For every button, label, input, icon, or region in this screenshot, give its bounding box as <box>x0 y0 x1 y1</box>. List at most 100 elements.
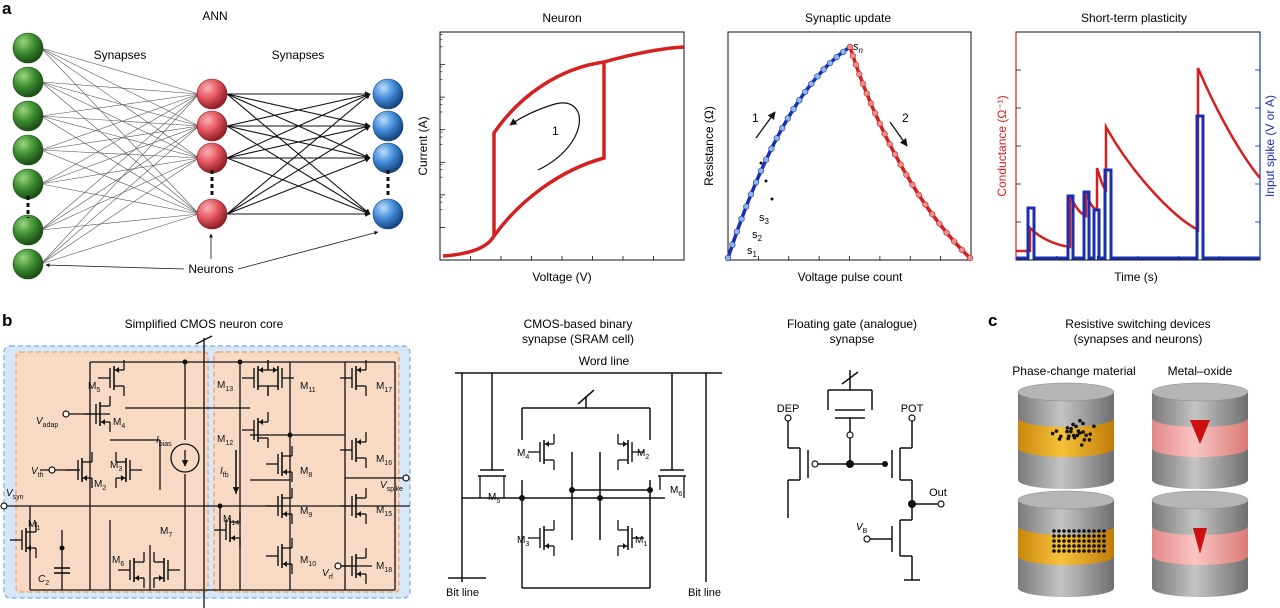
transistor-m2 <box>66 452 93 488</box>
potentiation-arrow-label: 1 <box>752 111 759 125</box>
panel-letter-a: a <box>2 0 12 18</box>
vadap-terminal <box>62 410 70 418</box>
junction-dot <box>519 495 525 501</box>
crystal-grain <box>1087 438 1092 442</box>
crystal-grain <box>1067 544 1071 548</box>
crystal-grain <box>1067 549 1071 553</box>
cylinder-top <box>1017 490 1115 510</box>
depression-marker <box>876 120 883 127</box>
crystal-grain <box>1052 534 1056 538</box>
output-neuron <box>372 142 404 174</box>
potentiation-marker <box>833 54 840 61</box>
transistor-m4 <box>84 396 111 432</box>
synapse-edge <box>40 81 200 127</box>
fg-title-line1: Floating gate (analogue) <box>787 317 917 331</box>
synapse-edge <box>40 125 200 231</box>
bit-line-right-label: Bit line <box>688 587 721 599</box>
out-label: Out <box>929 487 947 499</box>
pcm-label: Phase-change material <box>1012 364 1135 378</box>
sram-transistor-m1 <box>617 520 644 556</box>
sram-transistor-m2 <box>617 434 644 470</box>
crystal-grain <box>1087 549 1091 553</box>
transistor-m3 <box>115 452 142 488</box>
neuron-plot-ylabel: Current (A) <box>416 116 430 175</box>
metal-oxide-device-top <box>1151 382 1249 489</box>
crystal-grain <box>1077 529 1081 533</box>
depression-arrow <box>889 121 908 147</box>
crystal-grain <box>1057 544 1061 548</box>
depression-marker <box>867 100 874 107</box>
crystal-grain <box>1062 534 1066 538</box>
panel-letter-b: b <box>2 311 12 330</box>
depression-marker <box>852 61 860 68</box>
input-neuron <box>12 100 44 132</box>
synaptic-update-plot: Synaptic update 1 2 sn s3 s2 s1 Voltage … <box>702 11 974 284</box>
depression-marker <box>856 71 863 78</box>
neuron-plot-frame <box>439 31 685 261</box>
potentiation-marker <box>826 59 834 67</box>
potentiation-marker <box>747 191 755 198</box>
crystal-grain <box>1077 544 1081 548</box>
stp-plot-ylabel-left: Conductance (Ω⁻¹) <box>995 95 1009 196</box>
crystal-grain <box>1097 534 1101 538</box>
ellipsis-dot <box>770 197 774 201</box>
potentiation-marker <box>763 156 770 163</box>
synapse-edge <box>40 149 200 159</box>
synapse-edge <box>40 157 200 231</box>
synapse-edge <box>40 81 200 159</box>
output-neuron <box>372 78 404 110</box>
junction-dot <box>647 487 653 493</box>
depression-marker <box>909 181 916 188</box>
crystal-grain <box>1052 539 1056 543</box>
junction-dot <box>59 545 65 551</box>
input-neuron <box>12 66 44 98</box>
potentiation-curve <box>726 45 851 259</box>
synapse-edge <box>40 125 200 151</box>
transistor-m6 <box>118 552 145 588</box>
synapse-edge <box>40 93 200 117</box>
sram-title-line1: CMOS-based binary <box>524 317 633 331</box>
synapse-edge <box>40 47 200 215</box>
crystal-grain <box>1084 433 1088 438</box>
junction-dot <box>182 359 188 365</box>
sram-label-m5: M5 <box>488 492 500 505</box>
potentiation-marker <box>743 203 750 210</box>
synaptic-plot-title: Synaptic update <box>805 11 891 25</box>
label-m13: M13 <box>217 380 233 393</box>
depression-marker <box>929 211 936 218</box>
crystal-grain <box>1088 432 1093 436</box>
crystal-grain <box>1087 529 1091 533</box>
depression-marker <box>863 90 870 97</box>
input-neuron <box>12 134 44 166</box>
potentiation-marker <box>779 125 786 132</box>
junction-dot <box>237 359 243 365</box>
stp-plot-ylabel-right: Input spike (V or A) <box>1263 95 1277 197</box>
potentiation-marker <box>790 106 797 113</box>
crystal-grain <box>1062 549 1066 553</box>
crystal-grain <box>1072 435 1077 440</box>
crystal-grain <box>1092 529 1096 533</box>
crystal-grain <box>1076 429 1081 433</box>
synapse-edge <box>40 183 200 215</box>
bit-line-left-label: Bit line <box>446 587 479 599</box>
potentiation-marker <box>733 228 741 235</box>
synapse-edge <box>40 213 200 265</box>
potentiation-marker <box>738 215 745 223</box>
state-sn-label: sn <box>853 41 864 55</box>
depression-marker <box>859 80 866 87</box>
neuron-plot-ticks <box>440 33 654 260</box>
pcm-device-bottom <box>1017 490 1115 597</box>
crystal-grain <box>1072 549 1076 553</box>
junction-dot <box>882 461 888 467</box>
synapse-edge <box>40 47 200 127</box>
resistive-title-line2: (synapses and neurons) <box>1074 332 1203 346</box>
vb-label: VB <box>856 522 868 535</box>
crystal-grain <box>1062 539 1066 543</box>
state-s2-label: s2 <box>752 229 763 243</box>
hidden-neuron <box>196 78 228 110</box>
transistor-m14 <box>214 512 241 548</box>
label-vrf: Vrf <box>322 568 333 581</box>
synapse-edge <box>40 115 200 215</box>
label-m17: M17 <box>376 381 392 394</box>
potentiation-marker <box>773 135 780 142</box>
